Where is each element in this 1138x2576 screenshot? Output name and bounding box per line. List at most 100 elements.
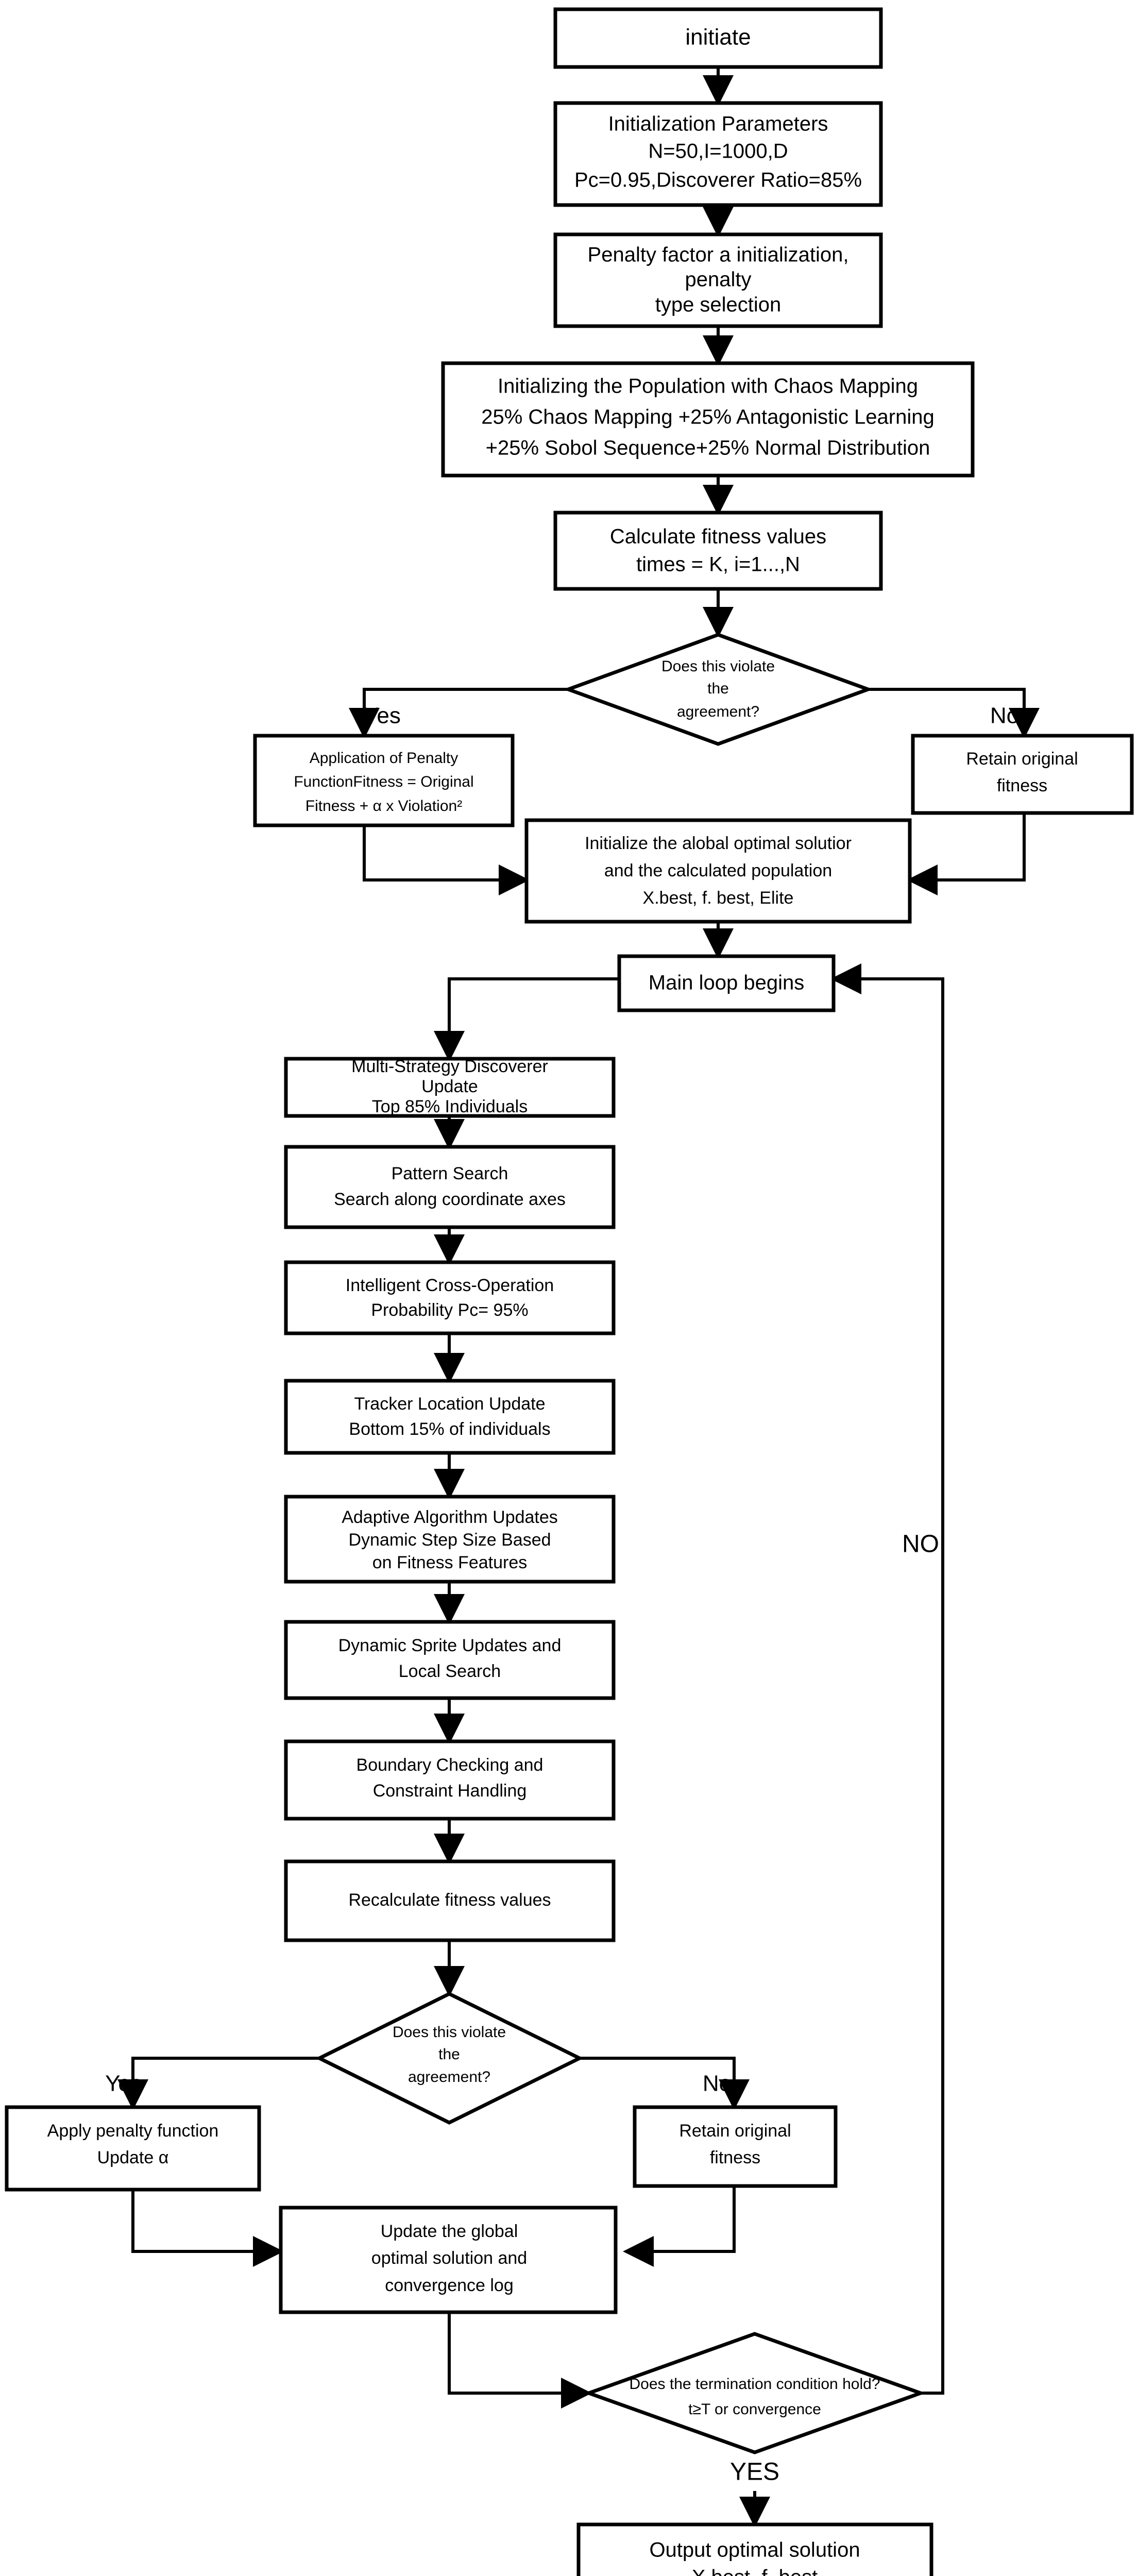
node-adaptive-update-line-1: Dynamic Step Size Based bbox=[348, 1530, 551, 1550]
node-violate-2-shape bbox=[315, 1992, 584, 2125]
node-initiate-line-0: initiate bbox=[685, 25, 751, 50]
node-init-global-shape bbox=[524, 818, 912, 924]
node-termination[interactable]: Does the termination condition hold? t≥T… bbox=[583, 2332, 926, 2454]
node-update-global[interactable]: Update the global optimal solution and c… bbox=[279, 2206, 618, 2314]
node-discoverer-update-line-0: Multi-Strategy Discoverer bbox=[351, 1057, 548, 1076]
node-apply-penalty-2-line-1: Update α bbox=[97, 2148, 169, 2167]
node-init-global[interactable]: Initialize the alobal optimal solutior a… bbox=[524, 818, 912, 924]
edge-label-termination-no: NO bbox=[902, 1531, 939, 1558]
node-initiate-shape bbox=[553, 7, 883, 69]
node-adaptive-update[interactable]: Adaptive Algorithm Updates Dynamic Step … bbox=[284, 1495, 616, 1584]
node-termination-line-0: Does the termination condition hold? bbox=[630, 2376, 880, 2393]
edge-label-violate2-no: No bbox=[703, 2071, 732, 2096]
node-penalty-init-line-1: penalty bbox=[685, 268, 752, 291]
node-calc-fitness-line-0: Calculate fitness values bbox=[610, 526, 826, 548]
node-cross-operation-shape bbox=[284, 1260, 616, 1335]
node-retain-fitness-2-shape bbox=[633, 2105, 838, 2188]
edge-mainloop-to-discoverer bbox=[434, 977, 619, 1062]
node-tracker-update-line-0: Tracker Location Update bbox=[354, 1394, 545, 1414]
node-pattern-search[interactable]: Pattern Search Search along coordinate a… bbox=[284, 1145, 616, 1229]
node-cross-operation-line-1: Probability Pc= 95% bbox=[371, 1300, 528, 1320]
node-retain-fitness-1-line-0: Retain original bbox=[966, 749, 1078, 769]
node-boundary-check-line-1: Constraint Handling bbox=[373, 1781, 527, 1801]
node-apply-penalty-2[interactable]: Apply penalty function Update α bbox=[5, 2105, 261, 2192]
node-output-solution[interactable]: Output optimal solution X,best, f, best bbox=[576, 2522, 933, 2576]
node-retain-fitness-2-line-0: Retain original bbox=[679, 2121, 791, 2141]
edge-label-violate1-no: No bbox=[990, 703, 1019, 728]
node-tracker-update-shape bbox=[284, 1379, 616, 1455]
node-init-population-line-0: Initializing the Population with Chaos M… bbox=[498, 375, 918, 398]
node-output-solution-shape bbox=[576, 2522, 933, 2576]
node-init-params-line-2: Pc=0.95,Discoverer Ratio=85% bbox=[574, 169, 862, 192]
node-calc-fitness[interactable]: Calculate fitness values times = K, i=1.… bbox=[553, 511, 883, 591]
node-init-params-line-1: N=50,I=1000,D bbox=[648, 140, 788, 163]
node-main-loop[interactable]: Main loop begins bbox=[617, 954, 836, 1012]
node-adaptive-update-line-2: on Fitness Features bbox=[372, 1553, 527, 1572]
edge-label-termination-yes: YES bbox=[730, 2459, 779, 2486]
node-violate-2-line-0: Does this violate bbox=[393, 2024, 506, 2041]
node-boundary-check-line-0: Boundary Checking and bbox=[356, 1755, 543, 1775]
node-penalty-init-shape bbox=[553, 232, 883, 328]
edge-violate2-no bbox=[580, 2057, 750, 2110]
edge-label-violate1-yes: Yes bbox=[364, 703, 401, 728]
node-violate-2-line-2: agreement? bbox=[408, 2069, 490, 2086]
node-pattern-search-line-0: Pattern Search bbox=[392, 1164, 508, 1183]
node-violate-1-shape bbox=[563, 633, 874, 746]
node-boundary-check[interactable]: Boundary Checking and Constraint Handlin… bbox=[284, 1739, 616, 1821]
edge-updateglobal-to-termination bbox=[448, 2312, 592, 2409]
node-termination-line-1: t≥T or convergence bbox=[688, 2401, 821, 2418]
node-retain-fitness-1[interactable]: Retain original fitness bbox=[911, 734, 1134, 815]
node-discoverer-update-line-1: Update bbox=[421, 1077, 478, 1096]
node-apply-penalty-1[interactable]: Application of Penalty FunctionFitness =… bbox=[253, 734, 515, 827]
node-apply-penalty-1-line-0: Application of Penalty bbox=[310, 750, 458, 767]
node-init-params[interactable]: Initialization Parameters N=50,I=1000,D … bbox=[553, 101, 883, 207]
node-init-population-line-2: +25% Sobol Sequence+25% Normal Distribut… bbox=[486, 437, 930, 460]
node-recalc-fitness-line-0: Recalculate fitness values bbox=[348, 1890, 551, 1910]
edge-retain1-to-global bbox=[907, 813, 1026, 895]
node-apply-penalty-1-line-1: FunctionFitness = Original bbox=[294, 773, 473, 790]
node-pattern-search-shape bbox=[284, 1145, 616, 1229]
node-apply-penalty-1-shape bbox=[253, 734, 515, 827]
node-violate-2[interactable]: Does this violate the agreement? bbox=[315, 1992, 584, 2125]
node-main-loop-line-0: Main loop begins bbox=[649, 972, 804, 994]
node-sprite-update-shape bbox=[284, 1620, 616, 1700]
node-init-global-line-1: and the calculated population bbox=[604, 861, 832, 880]
node-init-population-line-1: 25% Chaos Mapping +25% Antagonistic Lear… bbox=[481, 406, 935, 429]
node-recalc-fitness[interactable]: Recalculate fitness values bbox=[284, 1859, 616, 1942]
node-discoverer-update[interactable]: Multi-Strategy Discoverer Update Top 85%… bbox=[284, 1057, 616, 1118]
node-retain-fitness-2[interactable]: Retain original fitness bbox=[633, 2105, 838, 2188]
node-cross-operation[interactable]: Intelligent Cross-Operation Probability … bbox=[284, 1260, 616, 1335]
node-update-global-line-1: optimal solution and bbox=[371, 2248, 527, 2268]
node-violate-1-line-0: Does this violate bbox=[661, 658, 775, 675]
node-sprite-update-line-1: Local Search bbox=[399, 1662, 501, 1681]
edge-violate1-no bbox=[868, 688, 1040, 739]
node-recalc-fitness-shape bbox=[284, 1859, 616, 1942]
node-termination-shape bbox=[583, 2332, 926, 2454]
node-init-global-line-0: Initialize the alobal optimal solutior bbox=[585, 834, 852, 853]
node-update-global-line-0: Update the global bbox=[381, 2222, 518, 2241]
node-apply-penalty-2-line-0: Apply penalty function bbox=[47, 2121, 219, 2141]
node-tracker-update[interactable]: Tracker Location Update Bottom 15% of in… bbox=[284, 1379, 616, 1455]
node-initiate[interactable]: initiate bbox=[553, 7, 883, 69]
edge-violate2-yes bbox=[117, 2057, 319, 2110]
node-apply-penalty-2-shape bbox=[5, 2105, 261, 2192]
node-output-solution-line-0: Output optimal solution bbox=[649, 2539, 860, 2562]
node-init-population-shape bbox=[441, 361, 975, 478]
node-apply-penalty-1-line-2: Fitness + α x Violation² bbox=[305, 798, 462, 815]
node-tracker-update-line-1: Bottom 15% of individuals bbox=[349, 1419, 550, 1439]
node-retain-fitness-2-line-1: fitness bbox=[710, 2148, 760, 2167]
node-violate-1[interactable]: Does this violate the agreement? bbox=[563, 633, 874, 746]
node-retain-fitness-1-line-1: fitness bbox=[997, 776, 1047, 795]
edge-violate1-yes bbox=[349, 688, 568, 739]
node-init-population[interactable]: Initializing the Population with Chaos M… bbox=[441, 361, 975, 478]
node-sprite-update[interactable]: Dynamic Sprite Updates and Local Search bbox=[284, 1620, 616, 1700]
node-pattern-search-line-1: Search along coordinate axes bbox=[334, 1190, 566, 1209]
node-calc-fitness-shape bbox=[553, 511, 883, 591]
node-penalty-init[interactable]: Penalty factor a initialization, penalty… bbox=[553, 232, 883, 328]
node-adaptive-update-line-0: Adaptive Algorithm Updates bbox=[342, 1507, 558, 1527]
node-violate-1-line-2: agreement? bbox=[677, 703, 759, 720]
edge-termination-no-loopback bbox=[830, 963, 944, 2395]
edge-penalty1-to-global bbox=[363, 825, 530, 895]
